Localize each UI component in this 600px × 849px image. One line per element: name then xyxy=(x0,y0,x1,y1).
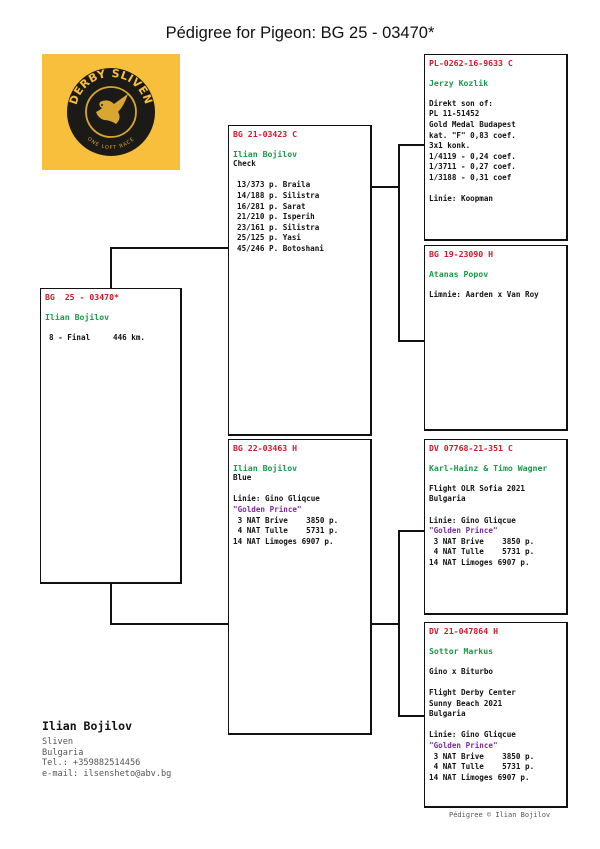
breeder-country: Bulgaria xyxy=(42,747,84,758)
bloodline-label: Linie: Gino Gliqcue xyxy=(233,494,320,504)
breeder-contact: Ilian Bojilov Sliven Bulgaria Tel.: +359… xyxy=(42,719,171,779)
owner-name: Atanas Popov xyxy=(429,268,489,279)
result-line: 3 NAT Brive 3850 p. xyxy=(429,751,535,761)
result-line: 14 NAT Limoges 6907 p. xyxy=(429,772,530,782)
connector-line xyxy=(110,582,112,623)
connector-line xyxy=(398,530,424,532)
dam-dam-box: DV 21-047864 H Sottor Markus Gino x Bitu… xyxy=(424,622,568,808)
sire-box: BG 21-03423 C Ilian Bojilov Check 13/373… xyxy=(228,125,372,436)
result-line: 23/161 p. Silistra xyxy=(237,222,320,232)
ring-number: BG 25 - 03470* xyxy=(45,292,119,302)
result-line: 14 NAT Limoges 6907 p. xyxy=(233,536,334,546)
connector-line xyxy=(398,530,400,716)
cross-label: Gino x Biturbo xyxy=(429,666,494,676)
connector-line xyxy=(398,144,424,146)
pigeon-icon xyxy=(96,94,128,124)
breeder-email: e-mail: ilsensheto@abv.bg xyxy=(42,768,172,779)
nickname-label: "Golden Prince" xyxy=(233,504,302,514)
result-line: 3 NAT Brive 3850 p. xyxy=(233,515,339,525)
color-label: Check xyxy=(233,159,256,169)
copyright-note: Pédigree © Ilian Bojilov xyxy=(449,811,551,819)
result-line: 13/373 p. Braila xyxy=(237,180,311,190)
result-line: 16/281 p. Sarat xyxy=(237,201,306,211)
breeder-phone: Tel.: +359882514456 xyxy=(42,758,141,769)
nickname-label: "Golden Prince" xyxy=(429,526,498,536)
result-line: 14 NAT Limoges 6907 p. xyxy=(429,557,530,567)
result-line: 45/246 P. Botoshani xyxy=(237,243,324,253)
connector-line xyxy=(110,247,112,289)
bloodline-label: Linie: Koopman xyxy=(429,194,494,204)
sire-dam-box: BG 19-23090 H Atanas Popov Limnie: Aarde… xyxy=(424,245,568,431)
info-line: Bulgaria xyxy=(429,709,466,719)
owner-name: Jerzy Kozlik xyxy=(429,77,489,88)
logo-emblem: DERBY SLIVEN ONE LOFT RACE xyxy=(67,67,155,156)
ring-number: BG 21-03423 C xyxy=(233,129,298,139)
info-line: 1/4119 - 0,24 coef. xyxy=(429,151,516,161)
info-line: PL 11-51452 xyxy=(429,109,480,119)
info-line: Direkt son of: xyxy=(429,98,494,108)
info-line: 3x1 konk. xyxy=(429,141,471,151)
result-line: 4 NAT Tulle 5731 p. xyxy=(233,526,339,536)
info-line: Flight Derby Center xyxy=(429,687,516,697)
ring-number: PL-0262-16-9633 C xyxy=(429,58,513,68)
color-label: Blue xyxy=(233,473,252,483)
connector-line xyxy=(370,186,398,188)
breeder-name: Ilian Bojilov xyxy=(42,719,133,733)
bloodline-label: Limnie: Aarden x Van Roy xyxy=(429,289,539,299)
result-line: 21/210 p. Isperih xyxy=(237,212,315,222)
info-line: 1/3188 - 0,31 coef xyxy=(429,172,512,182)
ring-number: DV 21-047864 H xyxy=(429,626,499,636)
ring-number: DV 07768-21-351 C xyxy=(429,443,513,453)
bloodline-label: Linie: Gino Gliqcue xyxy=(429,730,516,740)
dam-box: BG 22-03463 H Ilian Bojilov Blue Linie: … xyxy=(228,439,372,735)
info-line: kat. "F" 0,83 coef. xyxy=(429,130,516,140)
info-line: 1/3711 - 0,27 coef. xyxy=(429,162,516,172)
nickname-label: "Golden Prince" xyxy=(429,740,498,750)
owner-name: Ilian Bojilov xyxy=(45,311,110,322)
result-line: 8 - Final 446 km. xyxy=(49,332,146,342)
info-line: Bulgaria xyxy=(429,494,466,504)
result-line: 14/188 p. Silistra xyxy=(237,190,320,200)
owner-name: Karl-Hainz & Timo Wagner xyxy=(429,462,548,473)
subject-pigeon-box: BG 25 - 03470* Ilian Bojilov 8 - Final 4… xyxy=(40,288,182,584)
derby-sliven-logo: DERBY SLIVEN ONE LOFT RACE xyxy=(42,54,180,170)
owner-name: Ilian Bojilov xyxy=(233,462,298,473)
owner-name: Sottor Markus xyxy=(429,645,494,656)
ring-number: BG 19-23090 H xyxy=(429,249,494,259)
result-line: 3 NAT Brive 3850 p. xyxy=(429,536,535,546)
ring-number: BG 22-03463 H xyxy=(233,443,298,453)
info-line: Flight OLR Sofia 2021 xyxy=(429,483,526,493)
connector-line xyxy=(110,623,230,625)
info-line: Gold Medal Budapest xyxy=(429,119,516,129)
connector-line xyxy=(110,247,230,249)
result-line: 4 NAT Tulle 5731 p. xyxy=(429,762,535,772)
result-line: 4 NAT Tulle 5731 p. xyxy=(429,547,535,557)
bloodline-label: Linie: Gino Gliqcue xyxy=(429,515,516,525)
page-title: Pédigree for Pigeon: BG 25 - 03470* xyxy=(165,24,435,42)
connector-line xyxy=(398,144,400,341)
owner-name: Ilian Bojilov xyxy=(233,148,298,159)
breeder-city: Sliven xyxy=(42,737,74,747)
result-line: 25/125 p. Yasi xyxy=(237,233,302,243)
dam-sire-box: DV 07768-21-351 C Karl-Hainz & Timo Wagn… xyxy=(424,439,568,615)
sire-sire-box: PL-0262-16-9633 C Jerzy Kozlik Direkt so… xyxy=(424,54,568,241)
connector-line xyxy=(370,623,398,625)
info-line: Sunny Beach 2021 xyxy=(429,698,503,708)
connector-line xyxy=(398,715,424,717)
connector-line xyxy=(398,340,424,342)
